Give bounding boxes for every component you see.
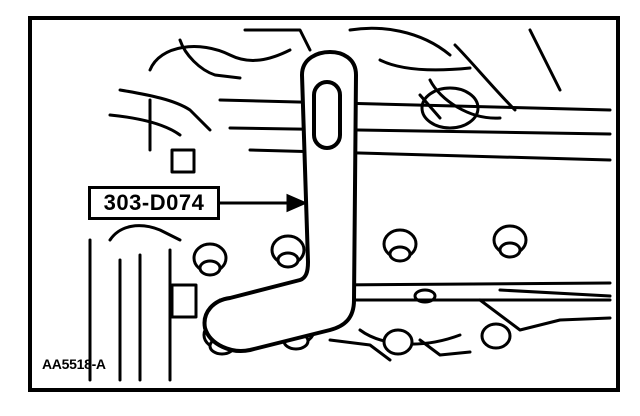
bolt-icon — [382, 328, 414, 356]
engine-background — [88, 26, 612, 382]
bolt-icon — [192, 242, 228, 277]
bolt-icon — [492, 224, 528, 259]
leader-arrow — [220, 193, 308, 213]
bolt-icon — [382, 228, 418, 263]
tool-callout: 303-D074 — [88, 186, 220, 220]
bolt-icon — [270, 234, 306, 269]
tool-slot — [312, 80, 342, 150]
bolt-icon — [480, 322, 512, 350]
figure-id-label: AA5518-A — [42, 356, 106, 372]
special-tool — [202, 50, 358, 353]
tool-number-label: 303-D074 — [103, 190, 205, 215]
